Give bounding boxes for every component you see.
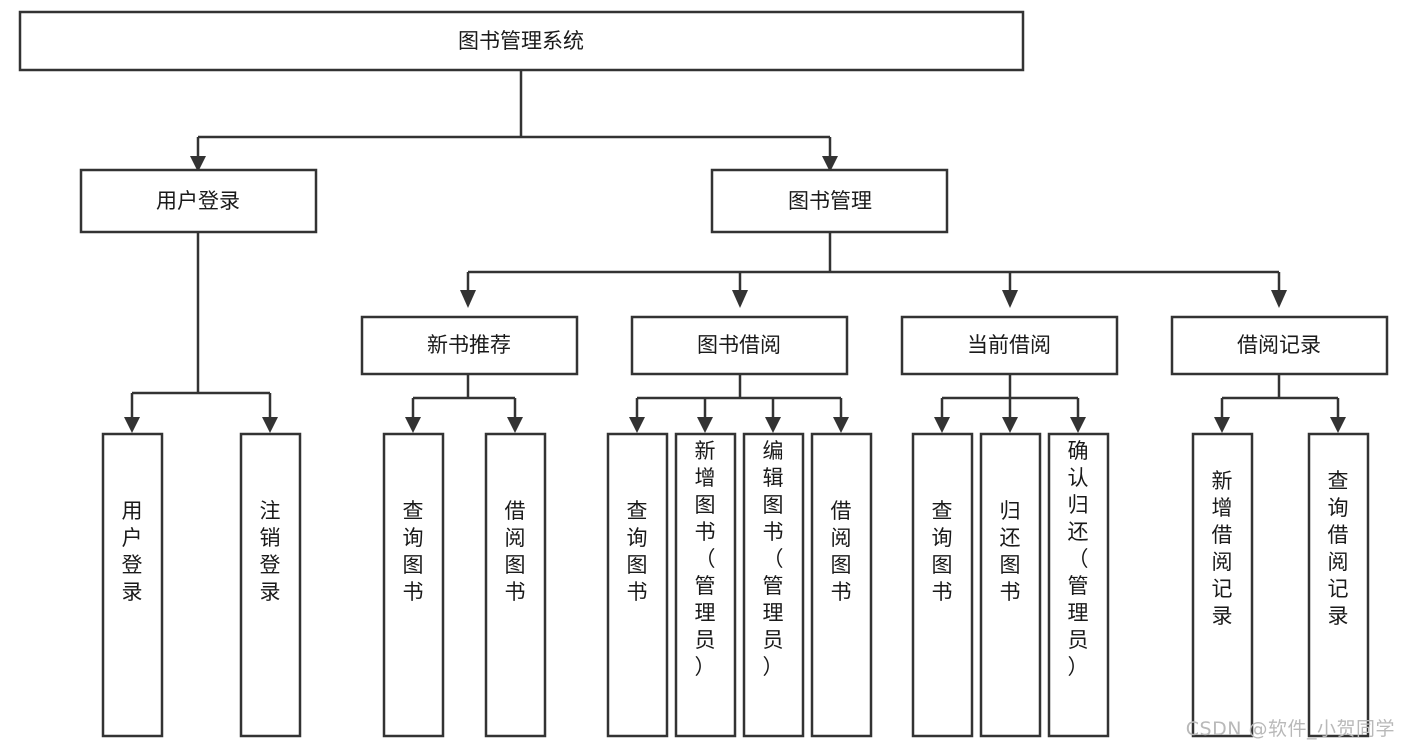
node-book-management[interactable]: 图书管理	[710, 168, 949, 234]
leaf-user-login-box[interactable]	[101, 432, 164, 738]
node-borrow-record[interactable]: 借阅记录	[1170, 315, 1389, 376]
connector-root-to-level2	[196, 70, 832, 158]
node-book-management-label: 图书管理	[788, 189, 872, 213]
arrow-head-current-borrow	[1002, 290, 1018, 308]
leaf-borrow-book-1-label: 借阅图书	[505, 499, 526, 604]
leaf-borrow-book-2[interactable]: 借阅图书	[810, 432, 873, 738]
leaf-add-record[interactable]: 新增借阅记录	[1191, 432, 1254, 738]
node-user-login-label: 用户登录	[156, 189, 240, 213]
node-new-book-recommend-box[interactable]	[360, 315, 579, 376]
arrow-head-leaf-edit-book	[765, 417, 781, 433]
node-book-borrow-label: 图书借阅	[697, 333, 781, 357]
leaf-user-logout[interactable]: 注销登录	[239, 432, 302, 738]
leaf-borrow-book-2-box[interactable]	[810, 432, 873, 738]
arrow-head-leaf-confirm-return	[1070, 417, 1086, 433]
node-new-book-recommend[interactable]: 新书推荐	[360, 315, 579, 376]
leaf-query-record-label: 查询借阅记录	[1328, 469, 1349, 628]
node-book-borrow-box[interactable]	[630, 315, 849, 376]
leaf-return-book-label: 归还图书	[1000, 499, 1021, 604]
leaf-query-record-box[interactable]	[1307, 432, 1370, 738]
node-borrow-record-label: 借阅记录	[1237, 333, 1321, 357]
leaf-borrow-book-2-label: 借阅图书	[831, 499, 852, 604]
leaf-user-logout-label: 注销登录	[260, 499, 281, 604]
leaf-user-logout-box[interactable]	[239, 432, 302, 738]
leaf-query-book-1-label: 查询图书	[403, 499, 424, 604]
leaf-add-book[interactable]: 新增图书（管理员）	[674, 432, 737, 738]
leaf-confirm-return[interactable]: 确认归还（管理员）	[1047, 432, 1110, 738]
leaf-add-book-box[interactable]	[674, 432, 737, 738]
arrow-head-book-management	[822, 156, 838, 172]
node-current-borrow-box[interactable]	[900, 315, 1119, 376]
node-new-book-recommend-label: 新书推荐	[427, 333, 511, 357]
arrow-head-leaf-query-book-3	[934, 417, 950, 433]
leaf-add-record-label: 新增借阅记录	[1212, 469, 1233, 628]
leaf-add-book-label: 新增图书（管理员）	[695, 439, 716, 679]
leaf-query-book-3[interactable]: 查询图书	[911, 432, 974, 738]
connector-userlogin-bus	[130, 232, 272, 419]
arrow-head-leaf-borrow-book-1	[507, 417, 523, 433]
node-root-box[interactable]	[18, 10, 1025, 72]
leaf-query-record[interactable]: 查询借阅记录	[1307, 432, 1370, 738]
leaf-query-book-1[interactable]: 查询图书	[382, 432, 445, 738]
leaf-return-book-box[interactable]	[979, 432, 1042, 738]
node-book-management-box[interactable]	[710, 168, 949, 234]
node-user-login[interactable]: 用户登录	[79, 168, 318, 234]
arrow-head-leaf-add-book	[697, 417, 713, 433]
leaf-return-book[interactable]: 归还图书	[979, 432, 1042, 738]
connector-layer	[124, 70, 1346, 433]
arrow-head-leaf-borrow-book-2	[833, 417, 849, 433]
node-book-borrow[interactable]: 图书借阅	[630, 315, 849, 376]
node-borrow-record-box[interactable]	[1170, 315, 1389, 376]
leaf-query-book-1-box[interactable]	[382, 432, 445, 738]
arrow-head-leaf-query-book-2	[629, 417, 645, 433]
leaf-query-book-3-label: 查询图书	[932, 499, 953, 604]
leaf-query-book-3-box[interactable]	[911, 432, 974, 738]
leaf-edit-book-box[interactable]	[742, 432, 805, 738]
arrow-head-leaf-user-logout	[262, 417, 278, 433]
node-user-login-box[interactable]	[79, 168, 318, 234]
leaf-user-login-label: 用户登录	[122, 499, 143, 604]
arrow-head-borrow-record	[1271, 290, 1287, 308]
node-current-borrow[interactable]: 当前借阅	[900, 315, 1119, 376]
leaf-query-book-2-label: 查询图书	[627, 499, 648, 604]
leaf-user-login[interactable]: 用户登录	[101, 432, 164, 738]
connector-bookmgmt-bus	[466, 232, 1281, 292]
arrow-head-leaf-user-login	[124, 417, 140, 433]
node-current-borrow-label: 当前借阅	[967, 333, 1051, 357]
node-root-label: 图书管理系统	[458, 29, 584, 53]
leaf-borrow-book-1[interactable]: 借阅图书	[484, 432, 547, 738]
arrow-head-leaf-query-book-1	[405, 417, 421, 433]
leaf-query-book-2-box[interactable]	[606, 432, 669, 738]
connector-bookborrow-bus	[635, 374, 843, 419]
node-root[interactable]: 图书管理系统	[18, 10, 1025, 72]
leaf-borrow-book-1-box[interactable]	[484, 432, 547, 738]
leaf-add-record-box[interactable]	[1191, 432, 1254, 738]
arrow-head-new-book-recommend	[460, 290, 476, 308]
leaf-query-book-2[interactable]: 查询图书	[606, 432, 669, 738]
arrow-head-leaf-return-book	[1002, 417, 1018, 433]
leaf-edit-book[interactable]: 编辑图书（管理员）	[742, 432, 805, 738]
connector-newbook-bus	[411, 374, 517, 419]
leaf-confirm-return-label: 确认归还（管理员）	[1068, 439, 1089, 679]
leaf-confirm-return-box[interactable]	[1047, 432, 1110, 738]
leaf-edit-book-label: 编辑图书（管理员）	[763, 439, 784, 679]
arrow-head-leaf-query-record	[1330, 417, 1346, 433]
arrow-head-book-borrow	[732, 290, 748, 308]
arrow-head-leaf-add-record	[1214, 417, 1230, 433]
connector-currentborrow-bus	[940, 374, 1080, 419]
arrow-head-user-login	[190, 156, 206, 172]
connector-borrowrecord-bus	[1220, 374, 1340, 419]
